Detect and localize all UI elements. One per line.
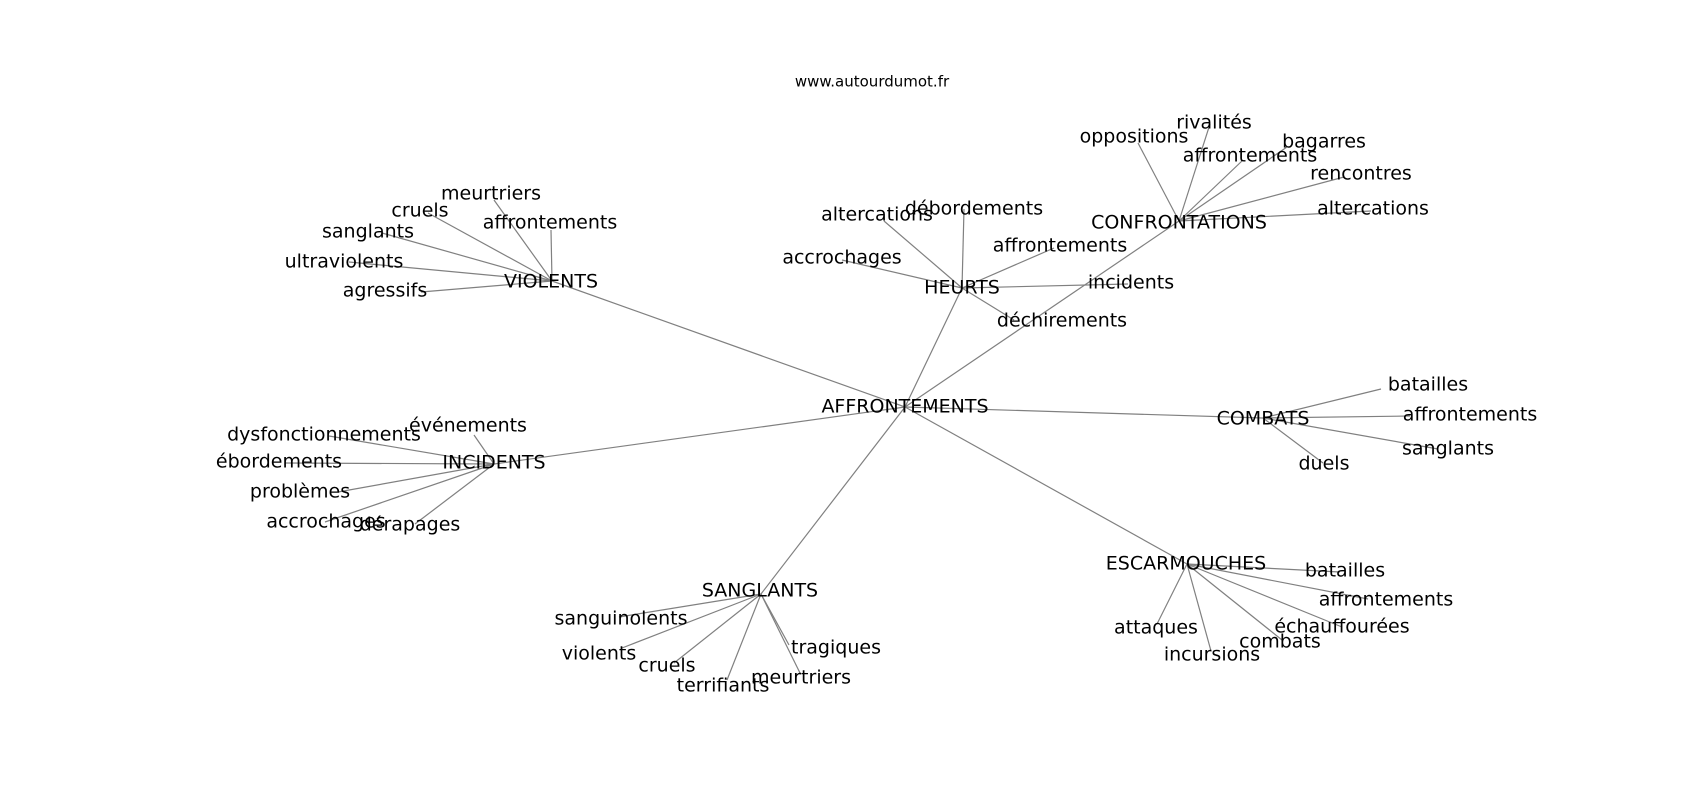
edge-confrontations-child (1137, 142, 1180, 222)
edge-heurts-child (961, 208, 965, 289)
leaf-node: ébordements (216, 451, 342, 473)
edge-escarmouches-child (1186, 563, 1369, 600)
leaf-node: débordements (905, 198, 1043, 220)
leaf-node: rivalités (1176, 112, 1252, 134)
leaf-node: sanguinolents (555, 608, 688, 630)
edge-violents-child (493, 199, 553, 282)
edge-violents-child (420, 280, 553, 293)
group-node-violents: VIOLENTS (504, 271, 598, 293)
edge-violents-child (348, 261, 553, 282)
leaf-node: déchirements (997, 310, 1127, 332)
leaf-node: affrontements (993, 235, 1128, 257)
edge-escarmouches-child (1186, 563, 1341, 573)
edge-violents-child (427, 212, 553, 282)
edge-combats-child (1262, 415, 1411, 419)
edge-violents-child (381, 232, 553, 282)
edge-heurts-child (841, 259, 963, 289)
leaf-node: affrontements (483, 212, 618, 234)
leaf-node: rencontres (1310, 163, 1412, 185)
leaf-node: dérapages (360, 514, 461, 536)
leaf-node: tragiques (791, 637, 881, 659)
leaf-node: batailles (1388, 374, 1468, 396)
edge-combats-child (1262, 417, 1439, 450)
group-node-sanglants: SANGLANTS (702, 580, 818, 602)
edge-root-incidents (493, 406, 906, 465)
leaf-node: affrontements (1319, 589, 1454, 611)
edge-root-heurts (904, 287, 963, 408)
leaf-node: attaques (1114, 617, 1198, 639)
edge-incidents-child (473, 434, 495, 465)
edge-root-confrontations (904, 220, 1180, 408)
graph-labels: AFFRONTEMENTSHEURTSaltercationsdébordeme… (216, 112, 1537, 697)
edge-escarmouches-child (1156, 563, 1188, 625)
group-node-escarmouches: ESCARMOUCHES (1106, 553, 1266, 575)
leaf-node: bagarres (1282, 131, 1366, 153)
group-node-heurts: HEURTS (924, 277, 1000, 299)
edge-combats-child (1262, 388, 1382, 419)
leaf-node: problèmes (250, 481, 350, 503)
edge-incidents-child (284, 462, 495, 465)
edge-heurts-child (961, 287, 1015, 321)
edge-root-sanglants (760, 406, 906, 595)
edge-confrontations-child (1178, 123, 1211, 222)
leaf-node: combats (1239, 631, 1321, 653)
edge-confrontations-child (1178, 210, 1372, 222)
edge-sanglants-child (760, 593, 801, 674)
leaf-node: violents (562, 643, 637, 665)
leaf-node: dysfonctionnements (227, 424, 421, 446)
leaf-node: affrontements (1403, 404, 1538, 426)
group-node-incidents: INCIDENTS (442, 452, 545, 474)
edge-confrontations-child (1178, 176, 1345, 222)
group-node-combats: COMBATS (1217, 408, 1310, 430)
leaf-node: batailles (1305, 560, 1385, 582)
edge-root-escarmouches (904, 406, 1188, 565)
edge-sanglants-child (673, 593, 762, 664)
edge-incidents-child (324, 463, 495, 523)
edge-escarmouches-child (1186, 563, 1212, 652)
leaf-node: échauffourées (1274, 616, 1409, 638)
leaf-node: incursions (1164, 644, 1260, 666)
edge-incidents-child (328, 435, 495, 465)
edge-violents-child (550, 229, 553, 282)
leaf-node: ultraviolents (285, 251, 404, 273)
graph-edges (284, 123, 1439, 681)
leaf-node: oppositions (1080, 126, 1189, 148)
edge-incidents-child (337, 463, 495, 493)
edge-heurts-child (883, 220, 963, 289)
edge-sanglants-child (621, 593, 762, 649)
edge-heurts-child (961, 283, 1129, 289)
leaf-node: cruels (638, 655, 695, 677)
leaf-node: événements (409, 415, 527, 437)
root-node: AFFRONTEMENTS (821, 396, 988, 418)
leaf-node: agressifs (343, 280, 427, 302)
site-credit: www.autourdumot.fr (795, 73, 950, 91)
leaf-node: incidents (1088, 272, 1174, 294)
edge-root-combats (904, 406, 1264, 419)
leaf-node: accrochages (266, 511, 385, 533)
edge-confrontations-child (1178, 159, 1244, 222)
edge-escarmouches-child (1186, 563, 1343, 628)
leaf-node: meurtriers (751, 667, 851, 689)
leaf-node: terrifiants (677, 675, 770, 697)
edge-sanglants-child (618, 593, 762, 618)
leaf-node: meurtriers (441, 183, 541, 205)
edge-root-violents (551, 280, 906, 408)
edge-heurts-child (961, 247, 1055, 289)
edge-escarmouches-child (1186, 563, 1283, 641)
group-node-confrontations: CONFRONTATIONS (1091, 212, 1267, 234)
leaf-node: altercations (821, 204, 933, 226)
leaf-node: altercations (1317, 198, 1429, 220)
edge-combats-child (1262, 417, 1324, 464)
leaf-node: accrochages (782, 247, 901, 269)
edge-confrontations-child (1178, 146, 1288, 222)
edge-sanglants-child (726, 593, 762, 681)
edge-incidents-child (414, 463, 495, 525)
leaf-node: cruels (391, 200, 448, 222)
edge-sanglants-child (760, 593, 790, 646)
leaf-node: duels (1299, 453, 1350, 475)
leaf-node: affrontements (1183, 145, 1318, 167)
leaf-node: sanglants (322, 221, 414, 243)
leaf-node: sanglants (1402, 438, 1494, 460)
